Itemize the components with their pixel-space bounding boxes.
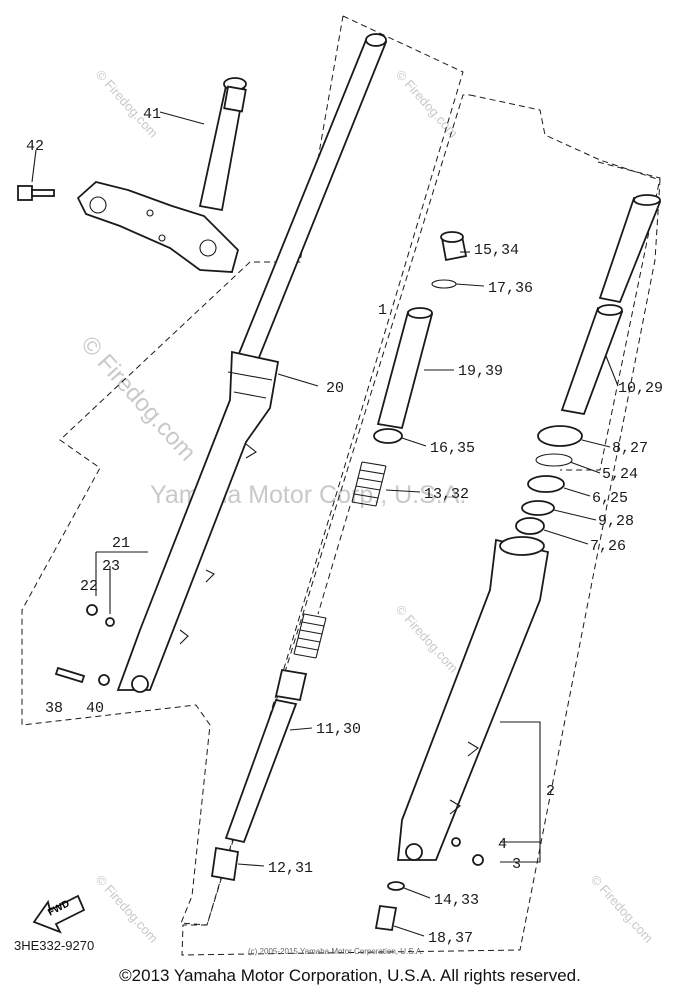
- callout-16-35: 16,35: [430, 440, 475, 457]
- watermark-site-bottom-left: © Firedog.com: [93, 872, 161, 946]
- inner-tube-10: [560, 194, 662, 416]
- part-14: [387, 881, 405, 891]
- outer-tube-group-outline: [21, 15, 464, 926]
- outer-tube-2: [397, 536, 550, 861]
- guide-bushing: [515, 517, 545, 535]
- callout-14-33: 14,33: [434, 892, 479, 909]
- callout-9-28: 9,28: [598, 513, 634, 530]
- callout-1: 1: [378, 302, 387, 319]
- small-fasteners-right: [374, 837, 484, 931]
- inner-parts-stack: [210, 231, 468, 882]
- oil-lock-piece: [210, 846, 240, 882]
- bracket-hole-left: [89, 196, 107, 214]
- inner-assembly-outline: [560, 161, 661, 471]
- callout-41: 41: [143, 106, 161, 123]
- fork-spring-upper: [351, 461, 387, 507]
- outer-tube-20: [116, 33, 388, 693]
- watermark-site-bottom-right: © Firedog.com: [588, 872, 656, 946]
- upper-tube: [236, 39, 388, 362]
- damper-rod: [224, 698, 298, 844]
- o-ring: [431, 279, 457, 289]
- callout-15-34: 15,34: [474, 242, 519, 259]
- spring-seat: [373, 428, 403, 444]
- part-38: [54, 666, 86, 684]
- callout-13-32: 13,32: [424, 486, 469, 503]
- watermark-site-mid-right: © Firedog.com: [393, 602, 461, 676]
- part-3: [472, 854, 484, 866]
- seal-stack: [515, 425, 583, 535]
- part-code: 3HE332-9270: [14, 938, 94, 953]
- callout-23: 23: [102, 558, 120, 575]
- callout-22: 22: [80, 578, 98, 595]
- axle-hole: [131, 675, 149, 693]
- pinch-bolt-42: [17, 185, 55, 201]
- callout-38: 38: [45, 700, 63, 717]
- callout-19-39: 19,39: [458, 363, 503, 380]
- watermark-site-top-left: © Firedog.com: [93, 67, 161, 141]
- watermark-site-top-right: © Firedog.com: [393, 67, 461, 141]
- leader-lines: [31, 111, 619, 937]
- bracket-bolt-a: [146, 209, 154, 217]
- bracket-bolt-b: [158, 234, 166, 242]
- callout-4: 4: [498, 836, 507, 853]
- small-copyright: (c) 2005-2015 Yamaha Motor Corporation, …: [248, 947, 423, 956]
- callout-3: 3: [512, 856, 521, 873]
- callout-10-29: 10,29: [618, 380, 663, 397]
- steering-stem-assembly: [76, 77, 247, 273]
- callout-20: 20: [326, 380, 344, 397]
- part-4: [451, 837, 461, 847]
- part-18: [374, 905, 398, 931]
- callout-18-37: 18,37: [428, 930, 473, 947]
- small-fasteners-left: [54, 604, 115, 686]
- part-40: [98, 674, 110, 686]
- watermarks: © Firedog.com © Firedog.com © Firedog.co…: [76, 67, 657, 946]
- callout-8-27: 8,27: [612, 440, 648, 457]
- callout-7-26: 7,26: [590, 538, 626, 555]
- fork-spring-lower: [293, 613, 327, 659]
- washer-9: [521, 500, 555, 516]
- retaining-clip: [535, 453, 573, 467]
- callout-17-36: 17,36: [488, 280, 533, 297]
- callout-5-24: 5,24: [602, 466, 638, 483]
- dust-seal: [537, 425, 583, 447]
- callout-labels: 41 42 20 21 22 23 38 40 1 15,34 17,36 19…: [26, 106, 663, 947]
- callout-6-25: 6,25: [592, 490, 628, 507]
- fwd-arrow-icon: FWD: [32, 894, 86, 934]
- part-22: [86, 604, 98, 616]
- callout-40: 40: [86, 700, 104, 717]
- damper-rod-head: [274, 668, 308, 702]
- callout-2: 2: [546, 783, 555, 800]
- fork-leg-body: [116, 350, 280, 691]
- watermark-site-left: © Firedog.com: [76, 331, 202, 466]
- axle-hole-right: [405, 843, 423, 861]
- callout-11-30: 11,30: [316, 721, 361, 738]
- callout-12-31: 12,31: [268, 860, 313, 877]
- under-bracket: [76, 181, 240, 273]
- stem-thread: [223, 85, 247, 113]
- callout-42: 42: [26, 138, 44, 155]
- part-23: [105, 617, 115, 627]
- bracket-hole-right: [199, 239, 217, 257]
- copyright-footer: ©2013 Yamaha Motor Corporation, U.S.A. A…: [119, 966, 581, 985]
- oil-seal: [527, 475, 565, 493]
- callout-21: 21: [112, 535, 130, 552]
